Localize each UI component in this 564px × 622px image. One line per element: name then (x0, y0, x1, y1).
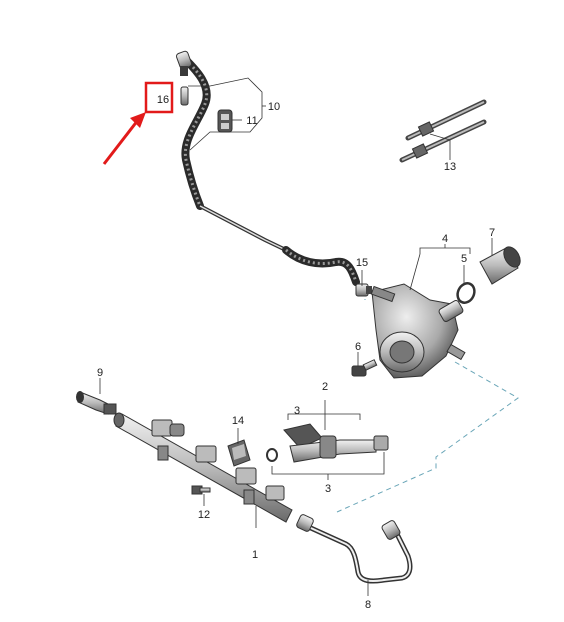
cable-ties-part-13 (399, 99, 487, 163)
callout-8: 8 (365, 599, 371, 611)
o-ring-part-5 (456, 282, 476, 304)
callout-15: 15 (356, 257, 368, 269)
callout-16: 16 (157, 94, 169, 106)
callout-3-upper: 3 (294, 405, 300, 417)
bolt-part-12 (191, 485, 211, 495)
callout-3-lower: 3 (325, 483, 331, 495)
fitting-part-15 (355, 283, 372, 297)
fuel-line-part-8 (296, 514, 413, 584)
retaining-clip-part-14 (227, 439, 251, 467)
callout-9: 9 (97, 367, 103, 379)
callout-6: 6 (355, 341, 361, 353)
callout-12: 12 (198, 509, 210, 521)
callout-4: 4 (442, 233, 448, 245)
bolt-part-6 (351, 359, 378, 377)
callout-10: 10 (268, 101, 280, 113)
callout-11: 11 (246, 115, 257, 127)
highlight-box (144, 81, 174, 114)
highlight-annotation (102, 81, 174, 165)
highlight-arrow-line (102, 119, 140, 165)
callout-7: 7 (489, 227, 495, 239)
callout-13: 13 (444, 161, 456, 173)
callout-2: 2 (322, 381, 328, 393)
cup-part-7 (479, 246, 521, 285)
pin-part-16 (180, 86, 189, 106)
high-pressure-pump-part-4 (370, 283, 466, 379)
callout-1: 1 (252, 549, 258, 561)
callout-5: 5 (461, 253, 467, 265)
injector-part-2 (266, 423, 389, 463)
callout-14: 14 (232, 415, 244, 427)
clip-part-11 (217, 109, 233, 133)
fuel-rail-part-1 (113, 412, 293, 523)
highlight-arrow-head (130, 112, 146, 128)
leader-lines (99, 77, 493, 596)
pressure-sensor-part-9 (76, 391, 117, 415)
fuel-hose-assembly (175, 50, 360, 286)
